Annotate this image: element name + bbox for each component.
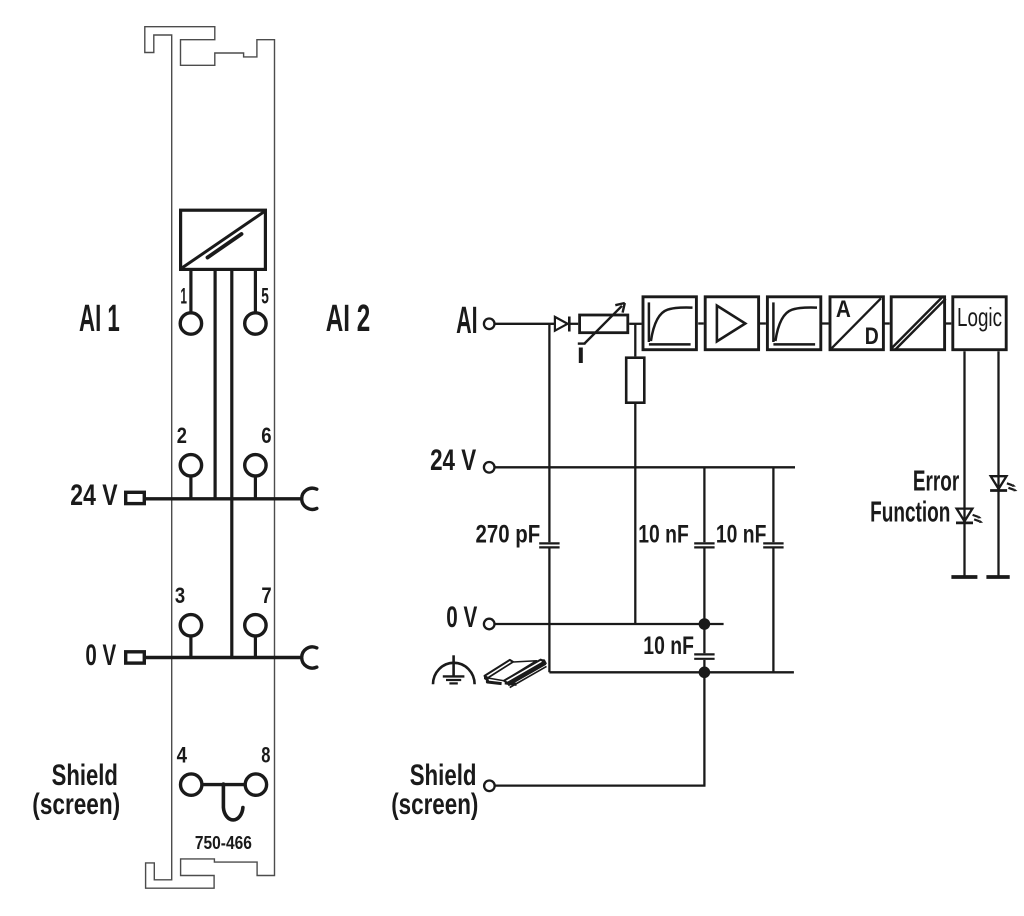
svg-text:0 V: 0 V [85, 639, 116, 672]
svg-text:(screen): (screen) [32, 788, 120, 821]
svg-text:Logic: Logic [957, 302, 1002, 332]
svg-text:3: 3 [175, 583, 185, 608]
svg-text:Function: Function [870, 496, 950, 528]
svg-text:6: 6 [261, 423, 271, 448]
svg-text:(screen): (screen) [391, 788, 478, 821]
svg-text:AI: AI [456, 300, 478, 342]
svg-text:750-466: 750-466 [195, 833, 252, 853]
svg-text:7: 7 [261, 583, 271, 608]
svg-text:AI 2: AI 2 [326, 298, 371, 340]
svg-text:270 pF: 270 pF [476, 520, 541, 548]
svg-text:A: A [836, 296, 851, 323]
svg-text:Shield: Shield [52, 759, 118, 792]
svg-text:D: D [865, 323, 879, 350]
svg-text:10 nF: 10 nF [643, 632, 694, 660]
svg-text:24 V: 24 V [430, 444, 476, 477]
svg-text:0 V: 0 V [446, 601, 477, 634]
svg-text:Error: Error [913, 466, 959, 498]
svg-text:2: 2 [177, 423, 187, 448]
svg-text:AI 1: AI 1 [79, 298, 120, 340]
svg-text:24 V: 24 V [70, 479, 117, 512]
svg-text:8: 8 [261, 743, 270, 768]
svg-text:4: 4 [177, 743, 188, 768]
svg-text:10 nF: 10 nF [638, 521, 689, 549]
svg-text:5: 5 [261, 283, 269, 308]
svg-text:1: 1 [180, 283, 187, 308]
svg-text:10 nF: 10 nF [716, 521, 767, 549]
svg-text:Shield: Shield [410, 759, 477, 792]
